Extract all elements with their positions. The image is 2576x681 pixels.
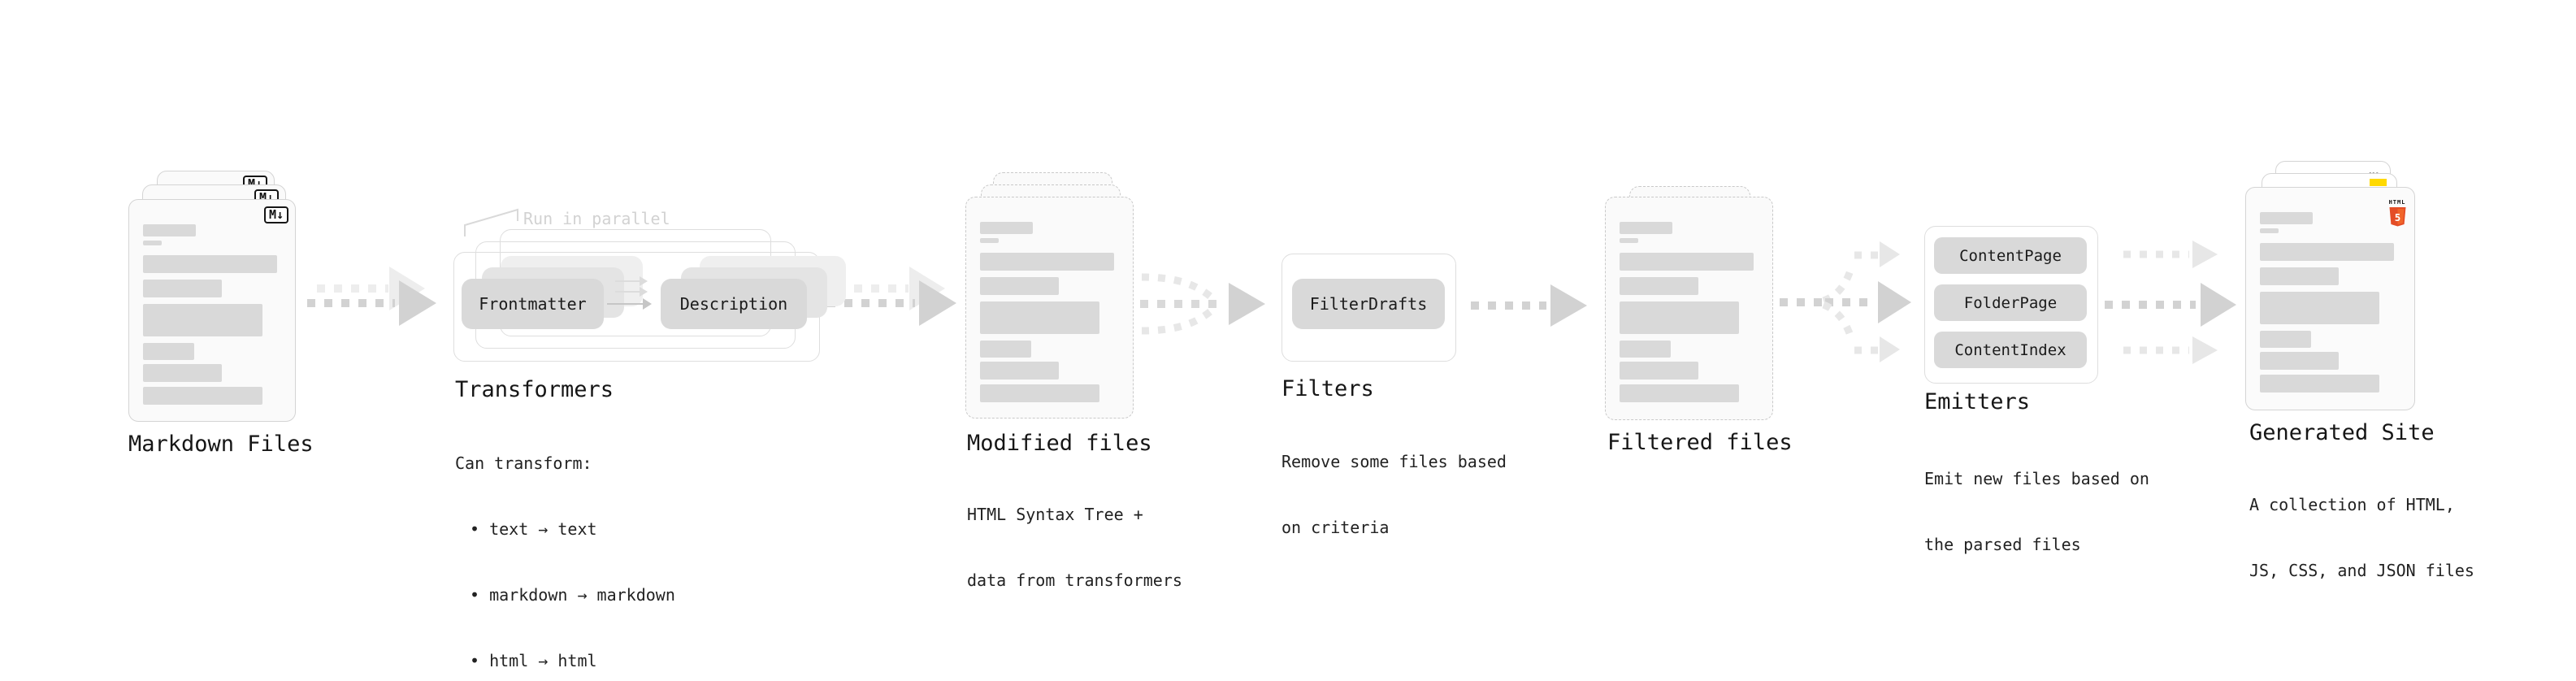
emitters-description: Emit new files based on the parsed files: [1924, 424, 2149, 600]
placeholder-bar: [980, 277, 1059, 295]
emitters-group: ContentPage FolderPage ContentIndex: [1924, 226, 2098, 384]
placeholder-bar: [2260, 292, 2379, 324]
run-in-parallel-note: Run in parallel: [523, 209, 670, 228]
arrow-emitters-to-site: [2105, 241, 2236, 364]
filters-frame: [1281, 254, 1456, 362]
arrow-filtered-to-emitters-split: [1780, 241, 1911, 362]
description-bullet: • html → html: [470, 651, 597, 670]
placeholder-bar: [1620, 277, 1698, 295]
description-line: Remove some files based: [1281, 452, 1507, 471]
placeholder-bar: [2260, 228, 2279, 233]
placeholder-bar: [143, 304, 262, 336]
description-line: on criteria: [1281, 518, 1390, 537]
placeholder-bar: [980, 340, 1031, 358]
markdown-files-stack: M↓ M↓ M↓: [128, 171, 296, 422]
filters-label: Filters: [1281, 376, 1374, 401]
filtered-files-stack: [1605, 186, 1773, 420]
generated-site-label: Generated Site: [2249, 420, 2435, 445]
placeholder-bar: [143, 387, 262, 405]
transformers-description: Can transform: • text → text • markdown …: [455, 409, 675, 681]
filtered-files-label: Filtered files: [1607, 430, 1793, 455]
placeholder-bar: [1620, 301, 1739, 334]
description-line: Can transform:: [455, 453, 592, 473]
placeholder-bar: [143, 343, 194, 360]
folderpage-pill: FolderPage: [1934, 284, 2087, 321]
placeholder-bar: [2260, 267, 2339, 285]
arrow-modified-to-filters-converge: [1140, 273, 1265, 335]
generated-site-stack: CSS HTML 5: [2245, 161, 2415, 410]
html-file-card: HTML 5: [2245, 187, 2415, 410]
arrow-markdown-to-transformers: [307, 267, 436, 326]
description-line: JS, CSS, and JSON files: [2249, 561, 2474, 580]
placeholder-bar: [2260, 352, 2339, 370]
filterdrafts-pill: FilterDrafts: [1292, 279, 1445, 329]
emitters-label: Emitters: [1924, 389, 2031, 414]
description-line: data from transformers: [967, 570, 1182, 590]
html5-label: HTML: [2388, 199, 2406, 206]
placeholder-bar: [980, 222, 1033, 234]
arrow-filters-to-filtered: [1471, 284, 1587, 327]
placeholder-bar: [1620, 253, 1754, 271]
placeholder-bar: [1620, 362, 1698, 380]
description-line: HTML Syntax Tree +: [967, 505, 1143, 524]
placeholder-bar: [980, 301, 1099, 334]
filters-group: FilterDrafts: [1281, 254, 1456, 362]
description-line: Emit new files based on: [1924, 469, 2149, 488]
placeholder-bar: [2260, 212, 2313, 224]
frontmatter-pill: Frontmatter: [462, 279, 604, 329]
js-badge-icon: [2370, 179, 2387, 186]
markdown-files-label: Markdown Files: [128, 432, 314, 457]
placeholder-bar: [143, 364, 222, 382]
placeholder-bar: [1620, 384, 1739, 402]
description-bullet: • text → text: [470, 519, 597, 539]
modified-files-label: Modified files: [967, 431, 1152, 456]
placeholder-bar: [1620, 238, 1638, 243]
placeholder-bar: [2260, 243, 2394, 261]
filters-description: Remove some files based on criteria: [1281, 407, 1507, 583]
parallel-transform-arrows: [607, 276, 652, 310]
transformers-label: Transformers: [455, 377, 614, 402]
transformers-group: Frontmatter Description: [453, 229, 846, 367]
placeholder-bar: [2260, 375, 2379, 393]
placeholder-bar: [980, 384, 1099, 402]
generated-site-description: A collection of HTML, JS, CSS, and JSON …: [2249, 450, 2474, 626]
placeholder-bar: [143, 280, 222, 297]
markdown-badge-icon: M↓: [263, 206, 288, 223]
placeholder-bar: [2260, 331, 2311, 348]
description-bullet: • markdown → markdown: [470, 585, 675, 605]
placeholder-bar: [143, 224, 196, 236]
description-line: A collection of HTML,: [2249, 495, 2455, 514]
description-line: the parsed files: [1924, 535, 2081, 554]
modified-file-card: [965, 197, 1134, 419]
contentpage-pill: ContentPage: [1934, 237, 2087, 274]
svg-text:5: 5: [2394, 211, 2400, 223]
modified-files-stack: [965, 172, 1134, 419]
html5-icon: HTML 5: [2387, 192, 2407, 231]
placeholder-bar: [1620, 340, 1671, 358]
filtered-file-card: [1605, 197, 1773, 420]
placeholder-bar: [980, 238, 999, 243]
emitters-frame: [1924, 226, 2098, 384]
markdown-file-card: M↓: [128, 199, 296, 422]
description-pill: Description: [661, 279, 807, 329]
placeholder-bar: [143, 241, 162, 245]
arrow-transformers-to-modified: [827, 267, 956, 326]
placeholder-bar: [980, 362, 1059, 380]
placeholder-bar: [143, 255, 277, 273]
modified-files-description: HTML Syntax Tree + data from transformer…: [967, 460, 1182, 635]
placeholder-bar: [1620, 222, 1672, 234]
contentindex-pill: ContentIndex: [1934, 332, 2087, 368]
placeholder-bar: [980, 253, 1114, 271]
